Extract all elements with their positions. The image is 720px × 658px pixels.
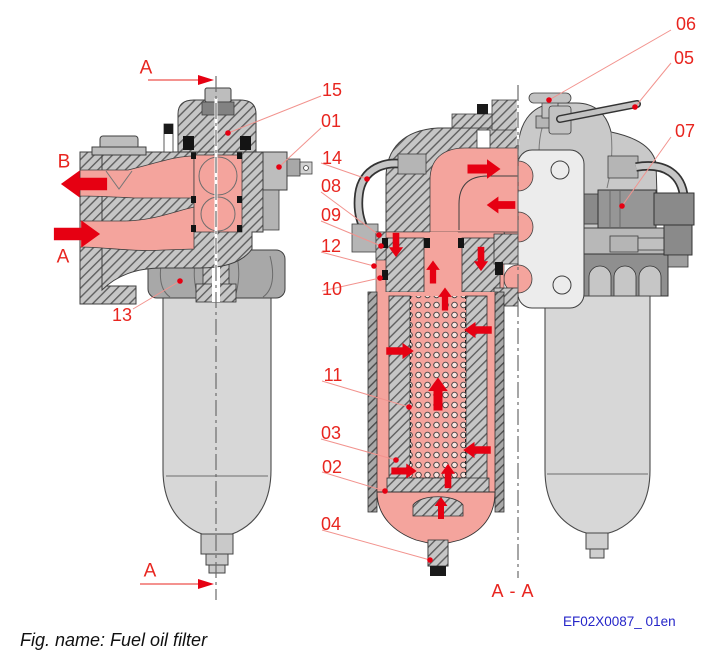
callout-05-label: 05 [673,48,695,68]
changeover-lever [548,100,641,135]
callout-04-label: 04 [320,514,342,534]
callout-01-label: 01 [320,111,342,131]
inlet-channel [79,206,195,251]
callout-leader-lines [132,29,672,561]
callout-14-label: 14 [321,148,343,168]
section-a-a-view [351,85,695,578]
plug-boss [262,151,288,191]
left-filter-cross-section [53,76,313,600]
right-drain-plug [585,532,609,550]
callout-06-label: 06 [675,14,697,34]
inlet-mark-a: A [56,246,70,268]
callout-07-label: 07 [674,121,696,141]
filter-element [367,291,505,576]
left-filter-bowl [162,296,272,538]
section-view-title: A - A [491,581,535,601]
callout-11-label: 11 [323,365,343,385]
callout-12-label: 12 [320,236,342,256]
callout-10-label: 10 [321,279,343,299]
callout-02-label: 02 [321,457,343,477]
callout-13-label: 13 [111,305,133,325]
cover-bolt [204,87,232,103]
drawing-code: EF02X0087_ 01en [563,614,676,629]
callout-03-label: 03 [320,423,342,443]
section-mark-a-bottom: A [143,560,157,582]
right-filter-bowl [544,295,651,536]
callout-dots [177,97,638,563]
callout-15-label: 15 [321,80,343,100]
callout-08-label: 08 [320,176,342,196]
callout-09-label: 09 [320,205,342,225]
outlet-mark-b: B [57,151,71,173]
section-cut-arrows [140,75,214,589]
filter-media-left [388,295,411,481]
pressure-sensor [577,189,695,268]
section-mark-a-top: A [139,57,153,79]
left-drain-plug [200,533,234,555]
figure-caption: Fig. name: Fuel oil filter [20,630,208,650]
